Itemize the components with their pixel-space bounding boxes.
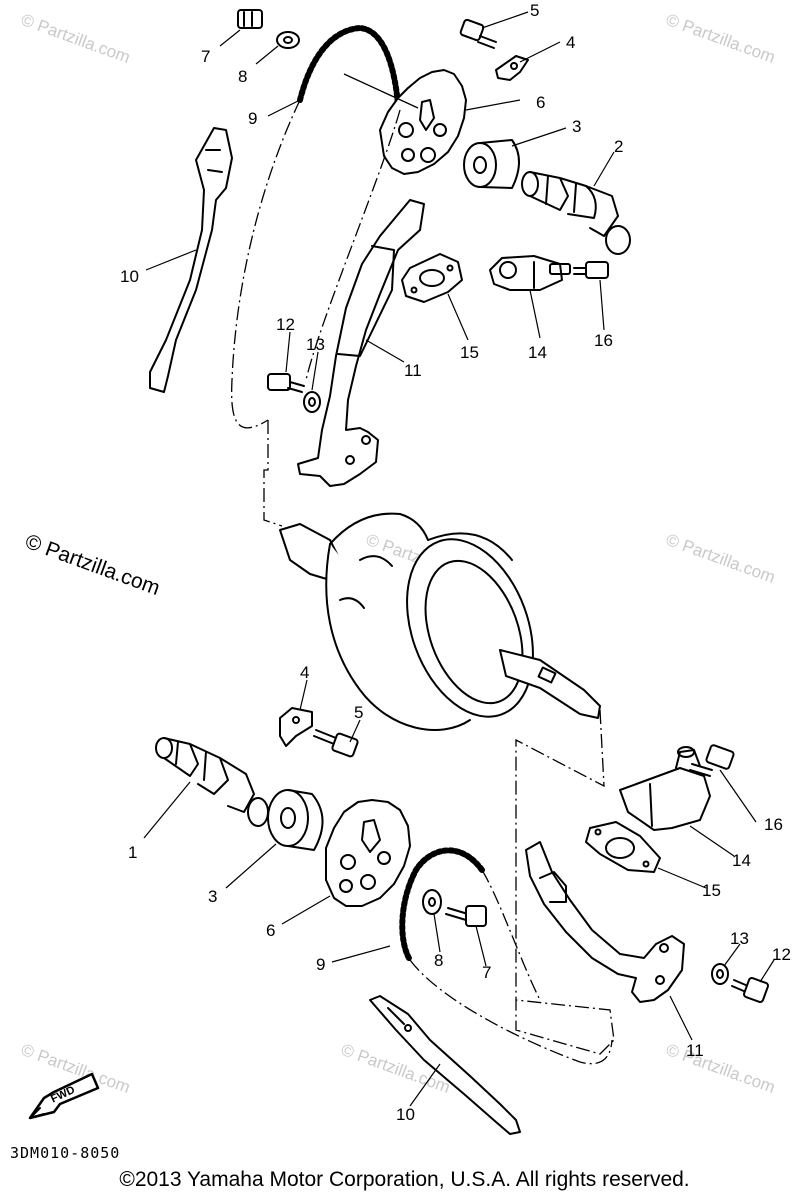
callout-lower-7: 7 — [482, 963, 491, 982]
bolt-16-upper — [573, 261, 609, 279]
routing-lines — [231, 73, 615, 1065]
bolt-5-lower — [313, 729, 359, 758]
cam-spacer-3-upper — [463, 139, 520, 189]
callout-upper-8: 8 — [238, 67, 247, 86]
callout-lower-10: 10 — [396, 1105, 415, 1124]
callout-lower-15: 15 — [702, 881, 721, 900]
tensioner-assembly-14-upper — [489, 255, 571, 291]
bolt-7-upper — [237, 9, 263, 29]
cam-spacer-3-lower — [267, 789, 324, 851]
diagram-code: 3DM010-8050 — [10, 1144, 121, 1162]
chain-tensioner-guide-11-upper — [297, 199, 425, 487]
gasket-15-upper — [401, 253, 463, 303]
tensioner-assembly-14-lower — [619, 746, 711, 831]
callout-upper-13: 13 — [306, 335, 325, 354]
chain-tensioner-guide-11-lower — [525, 841, 685, 1003]
callout-lower-8: 8 — [434, 951, 443, 970]
bolt-5-upper — [459, 18, 497, 49]
callout-lower-6: 6 — [266, 921, 275, 940]
callout-upper-10: 10 — [120, 267, 139, 286]
callout-lower-4: 4 — [300, 663, 309, 682]
callout-upper-6: 6 — [536, 93, 545, 112]
callout-upper-14: 14 — [528, 343, 547, 362]
chain-guide-10-lower — [369, 995, 521, 1135]
bolt-12-upper — [267, 373, 305, 393]
gasket-15-lower — [585, 821, 661, 873]
cam-chain-upper — [297, 25, 401, 108]
lower-callouts: 4 5 1 3 6 16 14 15 9 8 7 13 12 11 10 — [128, 663, 791, 1124]
callout-upper-12: 12 — [276, 315, 295, 334]
callout-lower-3: 3 — [208, 887, 217, 906]
callout-lower-16: 16 — [764, 815, 783, 834]
callout-lower-12: 12 — [772, 945, 791, 964]
copyright-notice: ©2013 Yamaha Motor Corporation, U.S.A. A… — [119, 1168, 690, 1191]
callout-upper-15: 15 — [460, 343, 479, 362]
chain-guide-10-upper — [149, 127, 233, 393]
fwd-arrow-icon — [28, 1072, 100, 1120]
cam-sprocket-6-lower — [325, 799, 411, 907]
washer-8-upper — [276, 31, 300, 49]
callout-upper-9: 9 — [248, 109, 257, 128]
callout-lower-13: 13 — [730, 929, 749, 948]
cam-chain-lower — [399, 847, 485, 963]
washer-13-lower — [711, 963, 729, 985]
lock-washer-4-upper — [495, 55, 529, 81]
callout-lower-5: 5 — [354, 703, 363, 722]
bolt-7-lower — [445, 905, 487, 927]
callout-upper-3: 3 — [572, 117, 581, 136]
bolt-12-lower — [731, 977, 769, 1003]
leader-lines — [143, 11, 775, 1107]
lock-washer-4-lower — [279, 707, 313, 747]
callout-lower-1: 1 — [128, 843, 137, 862]
camshaft-1 — [155, 737, 269, 827]
camshaft-2 — [521, 171, 631, 255]
callout-lower-9: 9 — [316, 955, 325, 974]
callout-upper-16: 16 — [594, 331, 613, 350]
washer-8-lower — [422, 889, 442, 915]
callout-upper-5: 5 — [530, 1, 539, 20]
upper-callouts: 7 8 5 4 9 6 3 2 10 12 13 15 14 16 11 — [120, 1, 623, 380]
washer-13-upper — [303, 391, 321, 413]
bolt-16-lower — [689, 744, 735, 777]
callout-upper-2: 2 — [614, 137, 623, 156]
callout-lower-11: 11 — [686, 1041, 704, 1060]
callout-upper-11: 11 — [404, 361, 422, 380]
callout-upper-4: 4 — [566, 33, 575, 52]
crankshaft-assembly — [279, 512, 601, 731]
callout-lower-14: 14 — [732, 851, 751, 870]
cam-sprocket-6-upper — [379, 69, 467, 175]
callout-upper-7: 7 — [201, 47, 210, 66]
